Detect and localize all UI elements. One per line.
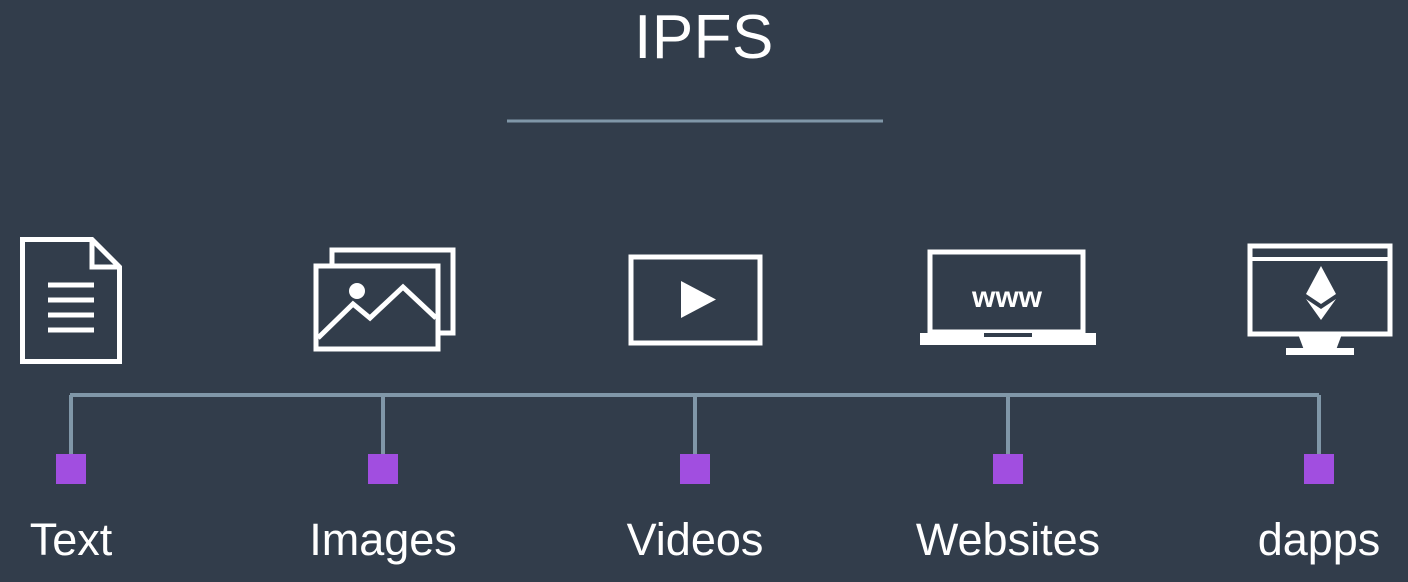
node-dapps [1304,454,1334,484]
laptop-www-text: www [971,281,1043,314]
label-text: Text [29,514,113,565]
images-icon [313,247,456,352]
label-images: Images [309,514,457,565]
document-icon [20,237,122,364]
label-dapps: dapps [1257,514,1381,565]
label-websites: Websites [915,514,1101,565]
www-laptop-icon: www [920,249,1096,345]
node-websites [993,454,1023,484]
diagram-title: IPFS [634,3,774,72]
node-text [56,454,86,484]
node-videos [680,454,710,484]
node-images [368,454,398,484]
video-play-icon [628,254,763,346]
label-videos: Videos [626,514,764,565]
ethereum-monitor-icon [1247,243,1393,355]
